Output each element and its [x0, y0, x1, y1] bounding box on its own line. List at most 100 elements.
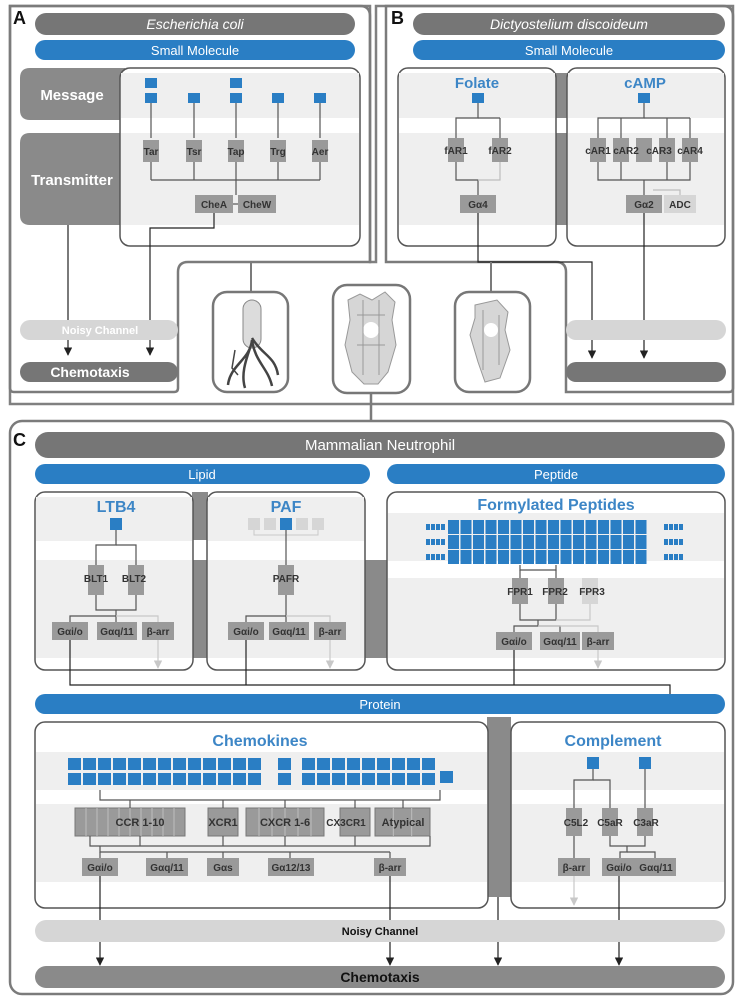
panel-c: C Mammalian Neutrophil Lipid Peptide LTB…: [8, 419, 735, 996]
output-box: [269, 622, 309, 640]
receptor-box: [582, 578, 598, 604]
ligand-icon: [431, 554, 435, 560]
receptor-box: [659, 138, 675, 162]
chemotaxis-a: Chemotaxis: [50, 364, 130, 380]
ligand-icon: [485, 520, 497, 534]
ligand-icon: [473, 520, 484, 534]
g-alpha2-label: Gα2: [634, 200, 654, 211]
receptor-box: [448, 138, 464, 162]
ligand-icon: [585, 535, 597, 549]
ligand-icon: [188, 93, 200, 103]
ligand-icon: [317, 758, 330, 770]
ligand-icon: [83, 773, 96, 785]
receptor-box: [590, 138, 606, 162]
panel-b-input-bar: [413, 40, 725, 60]
receptor-box: [128, 565, 144, 595]
ligand-icon: [674, 539, 678, 545]
ligand-icon: [362, 773, 375, 785]
receptor-box: [278, 565, 294, 595]
ligand-icon: [407, 758, 420, 770]
panel-c-letter: C: [13, 430, 26, 450]
ligand-icon: [426, 539, 430, 545]
ligand-icon: [158, 773, 171, 785]
output-box: [268, 858, 314, 876]
paf-output-gio: Gαi/o: [233, 627, 259, 638]
ligand-icon: [587, 757, 599, 769]
ligand-icon: [623, 535, 634, 549]
ligand-icon: [448, 535, 459, 549]
ligand-icon: [560, 550, 572, 564]
ligand-icon: [674, 524, 678, 530]
ligand-icon: [422, 758, 435, 770]
panel-a-frame: [8, 4, 372, 394]
output-box: [558, 858, 590, 876]
receptor-c5l2: C5L2: [564, 818, 589, 829]
receptor-box: [312, 140, 328, 162]
ligand-icon: [441, 554, 445, 560]
ligand-icon: [535, 535, 547, 549]
ligand-icon: [68, 758, 81, 770]
ligand-icon: [110, 518, 122, 530]
ligand-icon: [598, 550, 609, 564]
panel-c-organism: Mammalian Neutrophil: [305, 437, 455, 454]
ligand-icon: [392, 758, 405, 770]
output-box: [207, 858, 239, 876]
noisy-channel-c: Noisy Channel: [342, 926, 418, 938]
panel-a-input-class: Small Molecule: [151, 43, 239, 58]
ligand-icon: [436, 524, 440, 530]
ligand-icon: [535, 520, 547, 534]
ligand-icon: [498, 550, 509, 564]
panel-b: B Dictyostelium discoideum Small Molecul…: [384, 4, 735, 394]
receptor-blt1: BLT1: [84, 574, 109, 585]
ligand-icon: [679, 539, 683, 545]
output-box: [146, 858, 188, 876]
receptor-box: [566, 808, 582, 836]
panel-a-input-bar: [35, 40, 355, 60]
ligand-icon: [431, 539, 435, 545]
ligand-icon: [407, 773, 420, 785]
ligand-icon: [585, 520, 597, 534]
formyl-title: Formylated Peptides: [477, 497, 634, 514]
ligand-icon: [302, 758, 315, 770]
paf-title: PAF: [271, 499, 302, 516]
receptor-tar: Tar: [144, 147, 159, 158]
ligand-icon: [669, 539, 673, 545]
ecoli-receptors: [143, 78, 328, 195]
ligand-icon: [598, 535, 609, 549]
ligand-icon: [460, 550, 472, 564]
ligand-icon: [674, 554, 678, 560]
ltb4-output-gio: Gαi/o: [57, 627, 83, 638]
ligand-icon: [248, 773, 261, 785]
receptor-aer: Aer: [312, 147, 329, 158]
receptor-car4: cAR4: [677, 146, 703, 157]
transmitter-row-bar: [20, 133, 125, 225]
ligand-icon: [278, 773, 291, 785]
ligand-icon: [510, 520, 522, 534]
chew-label: CheW: [243, 200, 272, 211]
ligand-icon: [98, 758, 111, 770]
ligand-icon: [510, 550, 522, 564]
complement-output-gq: Gαq/11: [639, 863, 673, 874]
cell-illustrations: [211, 262, 532, 420]
noisy-channel-bar-b: [566, 320, 726, 340]
ligand-icon: [664, 524, 668, 530]
panel-c-organism-bar: [35, 432, 725, 458]
chemotaxis-bar-b: [566, 362, 726, 382]
camp-title: cAMP: [624, 75, 666, 92]
ligand-icon: [472, 93, 484, 103]
ligand-icon: [560, 520, 572, 534]
ligand-icon: [669, 554, 673, 560]
ligand-icon: [560, 535, 572, 549]
ligand-icon: [485, 535, 497, 549]
ltb4-output-gq: Gαq/11: [100, 627, 134, 638]
ligand-icon: [332, 773, 345, 785]
protein-label: Protein: [359, 697, 400, 712]
receptor-fpr2: FPR2: [542, 587, 568, 598]
ligand-icon: [145, 93, 157, 103]
receptor-box: [548, 578, 564, 604]
noisy-channel-bar-a: [20, 320, 178, 340]
chea-label: CheA: [201, 200, 227, 211]
ligand-icon: [128, 758, 141, 770]
receptor-box: [270, 140, 286, 162]
ligand-icon: [436, 539, 440, 545]
